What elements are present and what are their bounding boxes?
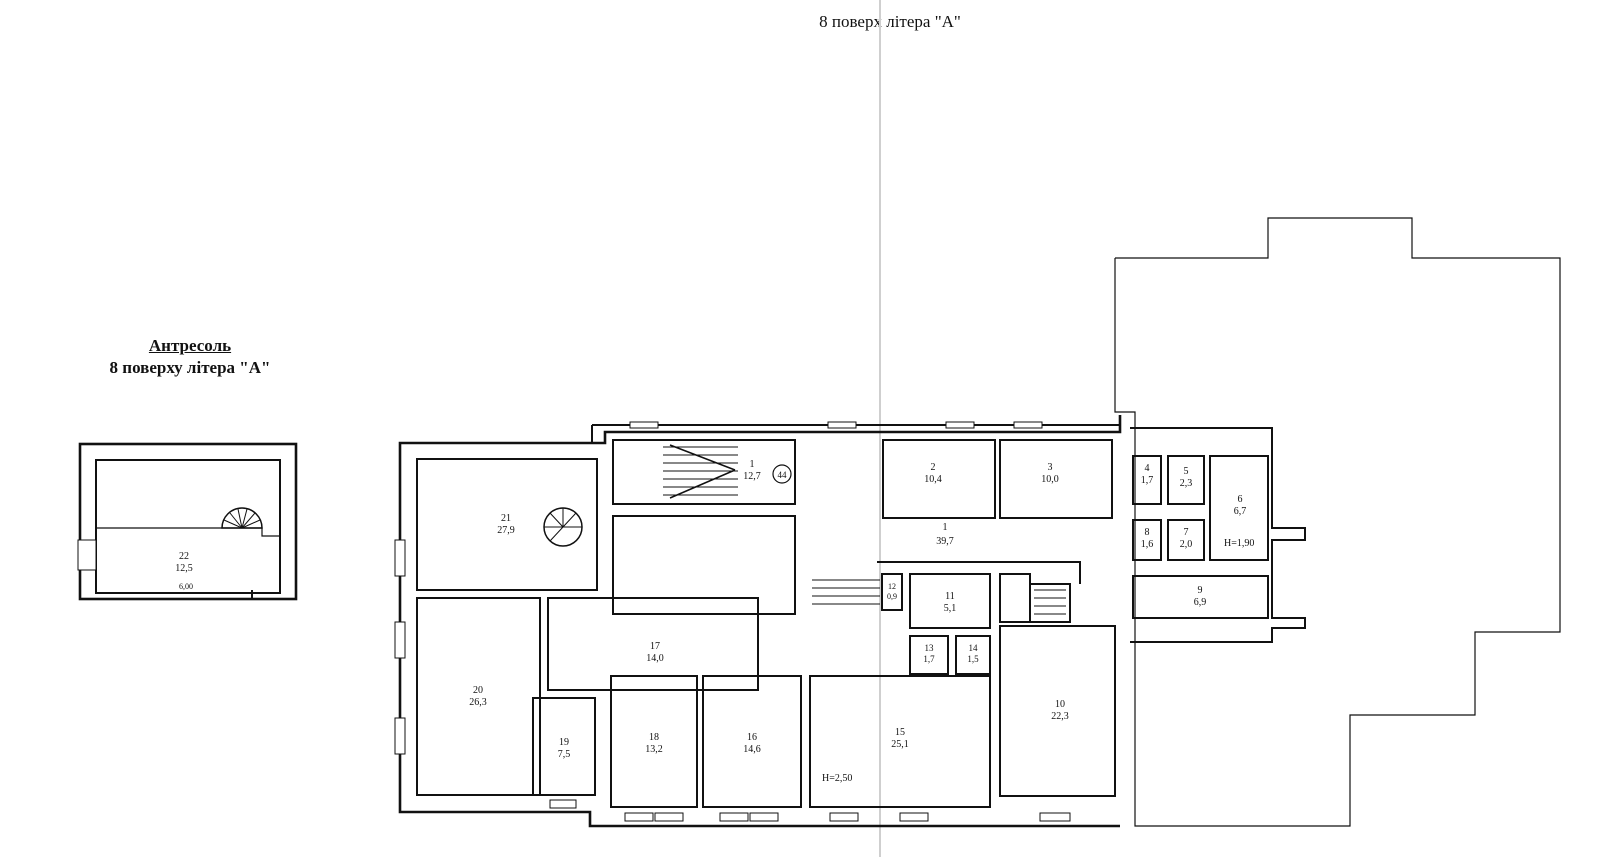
room-9-wall — [1132, 575, 1269, 619]
room-9-number: 9 — [1198, 585, 1203, 596]
room-4-number: 4 — [1145, 463, 1150, 474]
room-7-wall — [1167, 519, 1205, 561]
floor-plan-title: 8 поверх літера "А" — [819, 12, 961, 31]
room-21-area: 27,9 — [497, 525, 515, 536]
room-6-area: 6,7 — [1234, 506, 1247, 517]
room-walls — [416, 439, 1269, 808]
room-13-number: 13 — [925, 643, 935, 653]
room-1b-number: 1 — [943, 522, 948, 533]
lift-wall — [999, 573, 1031, 623]
room-8-wall — [1132, 519, 1162, 561]
room-18-area: 13,2 — [645, 744, 663, 755]
spiral-stair-icon — [221, 507, 263, 529]
room-22-number: 22 — [179, 551, 189, 562]
spiral-stair-21-icon — [543, 507, 583, 547]
mezzanine-width-dimension: 6,00 — [179, 582, 193, 591]
corridor-wall — [877, 561, 1081, 584]
room-9-area: 6,9 — [1194, 597, 1207, 608]
room-20-wall — [416, 597, 541, 796]
room-8-area: 1,6 — [1141, 539, 1154, 550]
main-floor-plan — [398, 217, 1561, 828]
room-10-wall — [999, 625, 1116, 797]
height-label-1: Н=1,90 — [1224, 538, 1254, 549]
mezzanine-title: Антресоль — [148, 336, 232, 355]
room-12-area: 0,9 — [887, 592, 897, 601]
room-3-area: 10,0 — [1041, 474, 1059, 485]
room-5-number: 5 — [1184, 466, 1189, 477]
room-5-wall — [1167, 455, 1205, 505]
room-11-wall — [909, 573, 991, 629]
room-12-wall — [881, 573, 903, 611]
mezzanine-step-line — [96, 527, 280, 537]
room-21-number: 21 — [501, 513, 511, 524]
room-6-wall — [1209, 455, 1269, 561]
room-11-area: 5,1 — [944, 603, 957, 614]
room-14-area: 1,5 — [967, 654, 979, 664]
outer-wall-left — [398, 415, 1122, 828]
service-block-wall — [1130, 427, 1306, 643]
shaft-wall — [612, 515, 796, 615]
room-10-area: 22,3 — [1051, 711, 1069, 722]
room-8-number: 8 — [1145, 527, 1150, 538]
stair-icon — [663, 444, 738, 499]
mezzanine-subtitle: 8 поверху літера "А" — [109, 358, 271, 377]
room-7-area: 2,0 — [1180, 539, 1193, 550]
room-7-number: 7 — [1184, 527, 1189, 538]
room-1a-number: 1 — [750, 459, 755, 470]
stair-3-icon — [812, 579, 880, 605]
mezzanine-plan — [77, 442, 298, 601]
stair-2-wall — [1029, 583, 1071, 623]
height-label-2: Н=2,50 — [822, 773, 852, 784]
mezzanine-window — [77, 539, 97, 571]
room-10-number: 10 — [1055, 699, 1065, 710]
mezzanine-inner-wall — [95, 459, 281, 594]
room-6-number: 6 — [1238, 494, 1243, 505]
room-12-number: 12 — [888, 582, 896, 591]
windows — [394, 421, 1071, 822]
room-4-wall — [1132, 455, 1162, 505]
room-2-number: 2 — [931, 462, 936, 473]
room-16-area: 14,6 — [743, 744, 761, 755]
room-13-wall — [909, 635, 949, 675]
room-3-wall — [999, 439, 1113, 519]
room-1a-area: 12,7 — [743, 471, 761, 482]
room-17-area: 14,0 — [646, 653, 664, 664]
room-15-wall — [809, 675, 991, 808]
room-22-area: 12,5 — [175, 563, 193, 574]
room-18-wall — [610, 675, 698, 808]
room-15-area: 25,1 — [891, 739, 909, 750]
room-19-wall — [532, 697, 596, 796]
stair-hall-wall — [612, 439, 796, 505]
room-21-wall — [416, 458, 598, 591]
mezzanine-outer-wall — [78, 442, 298, 601]
room-19-area: 7,5 — [558, 749, 571, 760]
room-20-area: 26,3 — [469, 697, 487, 708]
room-17-wall — [547, 597, 759, 691]
room-13-area: 1,7 — [923, 654, 935, 664]
room-19-number: 19 — [559, 737, 569, 748]
room-5-area: 2,3 — [1180, 478, 1193, 489]
room-16-number: 16 — [747, 732, 757, 743]
room-4-area: 1,7 — [1141, 475, 1154, 486]
room-15-number: 15 — [895, 727, 905, 738]
marker-circle-label: 44 — [778, 470, 788, 480]
room-14-wall — [955, 635, 991, 675]
room-16-wall — [702, 675, 802, 808]
stair-2-icon — [1034, 589, 1066, 615]
room-1b-area: 39,7 — [936, 536, 954, 547]
marker-circle — [772, 464, 792, 484]
room-11-number: 11 — [945, 591, 955, 602]
room-2-wall — [882, 439, 996, 519]
annex-outline — [1114, 217, 1561, 827]
room-labels: 1 12,7 1 39,7 2 10,4 3 10,0 4 1,7 5 2,3 … — [175, 459, 1246, 760]
room-20-number: 20 — [473, 685, 483, 696]
room-17-number: 17 — [650, 641, 660, 652]
room-18-number: 18 — [649, 732, 659, 743]
room-14-number: 14 — [969, 643, 979, 653]
room-2-area: 10,4 — [924, 474, 942, 485]
room-3-number: 3 — [1048, 462, 1053, 473]
